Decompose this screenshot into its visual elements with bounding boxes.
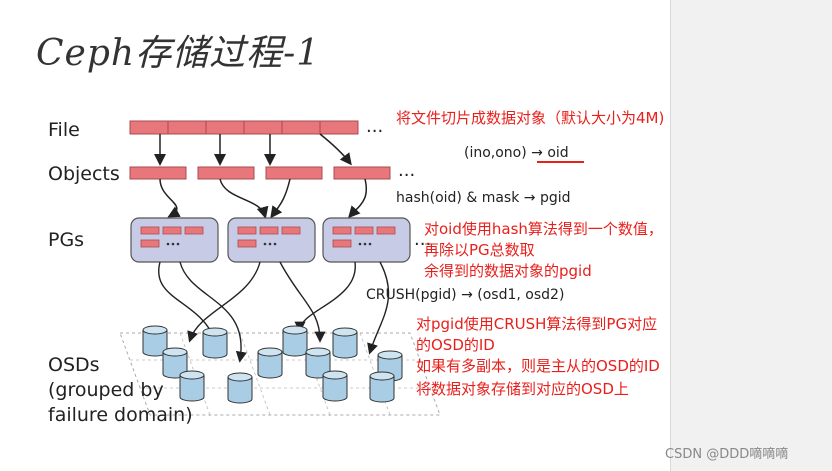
- label-pgs: PGs: [48, 229, 85, 251]
- osd-disks: [142, 325, 403, 404]
- note-osd-crush: 对pgid使用CRUSH算法得到PG对应的OSD的ID 如果有多副本，则是主从的…: [416, 314, 670, 377]
- note-pg-hash-line1: 对oid使用hash算法得到一个数值，再除以PG总数取: [424, 220, 663, 259]
- osd-disk: [202, 327, 228, 359]
- note-pg-hash-line2: 余得到的数据对象的pgid: [424, 262, 592, 280]
- osd-disk: [332, 327, 358, 359]
- label-file: File: [48, 119, 80, 141]
- osd-disk: [322, 370, 348, 402]
- file-bar: [129, 120, 359, 135]
- note-store: 将数据对象存储到对应的OSD上: [416, 380, 629, 398]
- label-osds-line1: OSDs: [48, 354, 100, 376]
- osd-disk: [282, 325, 308, 357]
- formula-crush: CRUSH(pgid) → (osd1, osd2): [366, 287, 565, 303]
- formula-oid: (ino,ono) → oid: [464, 145, 569, 161]
- osd-disk: [142, 325, 168, 357]
- osd-disk: [369, 371, 395, 403]
- slide-title: Ceph存储过程-1: [36, 33, 321, 74]
- pgs-ellipsis: ...: [414, 229, 432, 250]
- pg-boxes: [130, 217, 411, 263]
- file-to-object-arrows: [154, 133, 352, 166]
- slide: Ceph存储过程-1: [0, 0, 671, 471]
- label-objects: Objects: [48, 163, 120, 185]
- objects-ellipsis: ...: [398, 160, 416, 181]
- label-osds-line3: failure domain): [48, 404, 193, 426]
- right-panel: [671, 0, 832, 471]
- note-osd-crush-line2: 如果有多副本，则是主从的OSD的ID: [416, 357, 660, 375]
- osd-disk: [257, 347, 283, 379]
- note-osd-crush-line1: 对pgid使用CRUSH算法得到PG对应的OSD的ID: [416, 315, 658, 354]
- note-file-split: 将文件切片成数据对象（默认大小为4M): [396, 109, 665, 127]
- object-to-pg-arrows: [159, 178, 367, 219]
- osd-disk: [227, 372, 253, 404]
- label-osds: OSDs (grouped by failure domain): [48, 353, 193, 428]
- note-pg-hash: 对oid使用hash算法得到一个数值，再除以PG总数取 余得到的数据对象的pgi…: [424, 219, 670, 282]
- osd-disk: [179, 370, 205, 402]
- ceph-process-diagram: [119, 120, 584, 416]
- formula-hash: hash(oid) & mask → pgid: [396, 190, 571, 206]
- watermark: CSDN @DDD嘀嘀嘀: [665, 447, 789, 462]
- osd-disk: [162, 347, 188, 379]
- object-segments: [129, 166, 391, 180]
- label-osds-line2: (grouped by: [48, 379, 164, 401]
- file-ellipsis: ...: [366, 116, 384, 137]
- osd-disk: [305, 347, 331, 379]
